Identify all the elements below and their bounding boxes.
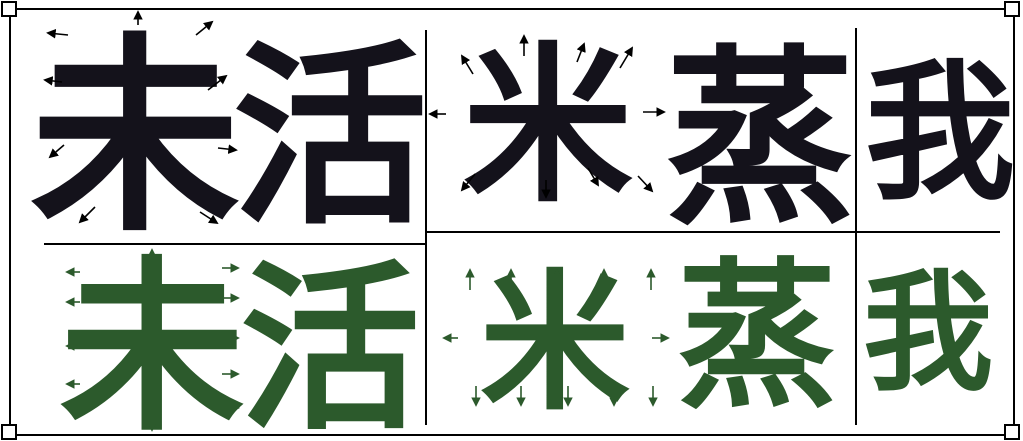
glyph-mi-green: 米: [480, 257, 630, 431]
panel-bottom-left: 未 活: [60, 240, 421, 441]
glyph-zheng-black: 蒸: [665, 29, 855, 250]
glyph-wo-black: 我: [865, 47, 1015, 221]
radial-arrows-top-left: [43, 10, 238, 225]
glyph-huo-black: 活: [233, 24, 428, 251]
glyph-wei-green: 未: [60, 240, 245, 441]
corner-mark-bl: [1, 424, 17, 440]
vertical-arrows-bottom-middle: [442, 268, 670, 407]
panel-bottom-middle: 米 蒸: [442, 243, 837, 431]
panel-bottom-right: 我: [863, 257, 993, 409]
outer-frame: [9, 8, 1015, 436]
glyph-wei-black: 未: [30, 15, 240, 260]
glyph-huo-green: 活: [240, 246, 420, 441]
glyph-mi-black: 米: [463, 28, 633, 226]
panel-top-left: 未 活: [30, 10, 428, 260]
panel-top-middle: 米 蒸: [428, 28, 855, 250]
glyph-wo-green: 我: [863, 257, 993, 409]
corner-mark-br: [1004, 424, 1020, 440]
radial-arrows-top-middle: [428, 34, 666, 199]
panel-top-right: 我: [865, 47, 1015, 221]
corner-mark-tr: [1004, 1, 1020, 17]
corner-mark-tl: [1, 1, 17, 17]
glyph-zheng-green: 蒸: [677, 243, 837, 430]
horizontal-arrows-bottom-left: [65, 248, 240, 432]
